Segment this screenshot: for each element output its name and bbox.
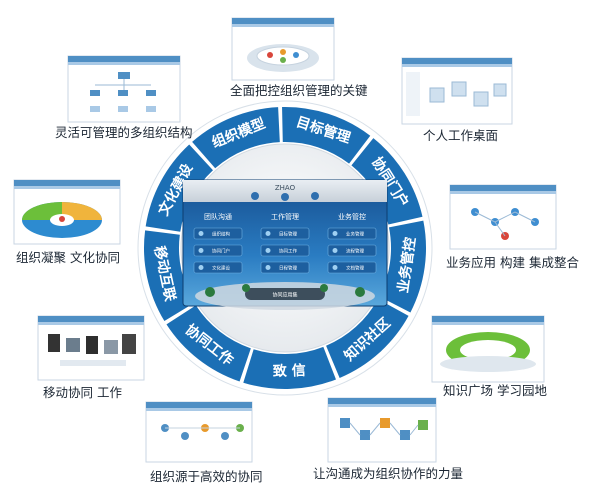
thumbnail-knowledge-square: [431, 315, 545, 383]
dashboard-item-3-1[interactable]: [327, 227, 377, 240]
thumbnail-culture: [13, 179, 121, 245]
dashboard-item-3-3[interactable]: [327, 261, 377, 274]
ring-segment-4[interactable]: [326, 299, 409, 378]
dashboard-logo: ZHAO: [275, 184, 296, 192]
ring-segment-8[interactable]: [145, 144, 213, 232]
dashboard-item-icon-3-2: [332, 248, 338, 253]
ring-segment-5[interactable]: [243, 346, 336, 389]
ring-segment-3[interactable]: [379, 220, 426, 313]
dashboard-item-2-2[interactable]: [260, 244, 310, 257]
dashboard-item-1-2[interactable]: [193, 244, 243, 257]
dashboard-item-1-3[interactable]: [193, 261, 243, 274]
ring-segment-7[interactable]: [144, 230, 195, 322]
dashboard-item-icon-2-3: [265, 265, 271, 270]
dashboard-top-button-3[interactable]: [311, 192, 319, 200]
dock-icon-2[interactable]: [242, 284, 250, 292]
dashboard-item-3-2[interactable]: [327, 244, 377, 257]
thumbnail-goal-management: [231, 17, 335, 81]
thumbnail-business-apps: [449, 184, 557, 250]
dashboard-item-2-3[interactable]: [260, 261, 310, 274]
dashboard-bottom-bar[interactable]: [245, 288, 325, 300]
thumbnail-efficient-collaboration: [145, 401, 253, 463]
dashboard-item-icon-3-1: [332, 231, 338, 236]
caption-bottom-left: 组织源于高效的协同: [150, 469, 263, 484]
dashboard-item-label-1-3: 文化建设: [212, 265, 230, 272]
caption-left-upper: 组织凝聚 文化协同: [16, 250, 120, 265]
dashboard-top-button-1[interactable]: [251, 192, 259, 200]
dashboard-column-title-1: 团队沟通: [204, 212, 232, 221]
dashboard-item-2-1[interactable]: [260, 227, 310, 240]
dashboard-item-label-1-1: 组织结构: [212, 231, 230, 238]
dashboard-item-icon-2-2: [265, 248, 271, 253]
ring-segment-label-5: 致 信: [273, 362, 306, 380]
dashboard-column-title-2: 工作管理: [271, 212, 299, 221]
dock-icon-3[interactable]: [320, 284, 328, 292]
dashboard-item-label-3-1: 业务管理: [346, 231, 364, 238]
dashboard-item-label-3-3: 文档管理: [346, 265, 364, 272]
caption-right-lower: 知识广场 学习园地: [443, 383, 547, 398]
dashboard-item-icon-1-1: [198, 231, 204, 236]
dashboard-item-label-2-1: 目标管理: [279, 231, 297, 238]
caption-top-left: 灵活可管理的多组织结构: [55, 125, 193, 140]
dashboard-item-label-2-2: 协同工作: [279, 248, 297, 255]
thumbnail-org-structure: [67, 55, 181, 123]
dashboard-top-button-2[interactable]: [281, 193, 289, 201]
dashboard-item-label-1-2: 协同门户: [212, 248, 230, 255]
caption-right-upper: 业务应用 构建 集成整合: [446, 255, 579, 270]
dashboard-bottom-label: 协同应用集: [272, 292, 297, 299]
thumbnail-mobile: [37, 315, 145, 381]
dashboard-item-label-2-3: 日程管理: [279, 265, 297, 272]
caption-bottom-right: 让沟通成为组织协作的力量: [313, 466, 463, 481]
ring-segment-9[interactable]: [192, 107, 280, 169]
dashboard-item-icon-2-1: [265, 231, 271, 236]
caption-top: 全面把控组织管理的关键: [230, 83, 368, 98]
dashboard-column-title-3: 业务管控: [338, 212, 366, 221]
dashboard-item-icon-1-3: [198, 265, 204, 270]
dashboard-item-1-1[interactable]: [193, 227, 243, 240]
dashboard-item-icon-3-3: [332, 265, 338, 270]
ring-segment-1[interactable]: [282, 107, 371, 164]
caption-left-lower: 移动协同 工作: [43, 385, 122, 400]
dashboard-item-label-3-2: 流程管理: [346, 248, 364, 255]
dashboard-item-icon-1-2: [198, 248, 204, 253]
dock-icon-4[interactable]: [355, 287, 365, 297]
dock-icon-1[interactable]: [205, 287, 215, 297]
thumbnail-personal-desktop: [401, 57, 513, 125]
ring-segment-6[interactable]: [166, 305, 251, 382]
thumbnail-communication: [327, 397, 437, 463]
caption-top-right: 个人工作桌面: [423, 128, 498, 143]
